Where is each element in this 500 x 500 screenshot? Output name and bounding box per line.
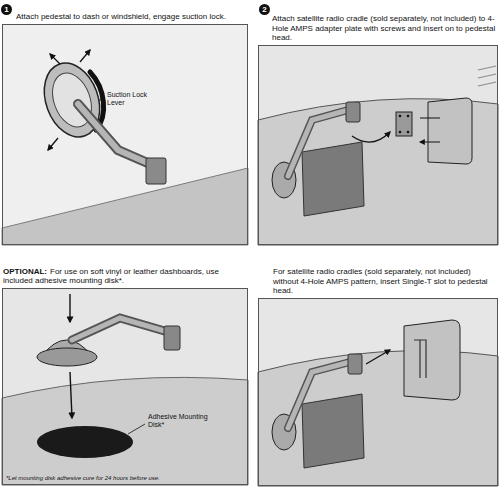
step-heading: Attach pedestal to dash or windshield, e… [16, 12, 247, 22]
panel-four-art [258, 298, 498, 486]
step-text: Attach satellite radio cradle (sold sepa… [272, 14, 495, 42]
panel-three-art [2, 288, 248, 485]
step-heading: Attach satellite radio cradle (sold sepa… [272, 14, 497, 43]
footnote: *Let mounting disk adhesive cure for 24 … [6, 475, 244, 482]
panel-one-art [2, 24, 248, 245]
step-heading: For satellite radio cradles (sold separa… [273, 267, 497, 296]
instruction-panel: OPTIONAL:For use on soft vinyl or leathe… [2, 288, 248, 485]
step-text: For satellite radio cradles (sold separa… [273, 267, 488, 295]
step-text: Attach pedestal to dash or windshield, e… [16, 12, 226, 21]
part-label: Suction Lock Lever [107, 91, 151, 107]
part-label: Adhesive Mounting Disk* [148, 413, 210, 429]
instruction-panel: For satellite radio cradles (sold separa… [258, 298, 498, 486]
callout-number: 2 [259, 4, 270, 15]
step-heading: OPTIONAL:For use on soft vinyl or leathe… [3, 267, 247, 286]
panel-two-art [258, 45, 498, 245]
instruction-panel: Attach satellite radio cradle (sold sepa… [258, 45, 498, 245]
callout-number: 1 [1, 4, 12, 15]
optional-tag: OPTIONAL: [3, 267, 47, 276]
instruction-panel: Attach pedestal to dash or windshield, e… [2, 24, 248, 245]
